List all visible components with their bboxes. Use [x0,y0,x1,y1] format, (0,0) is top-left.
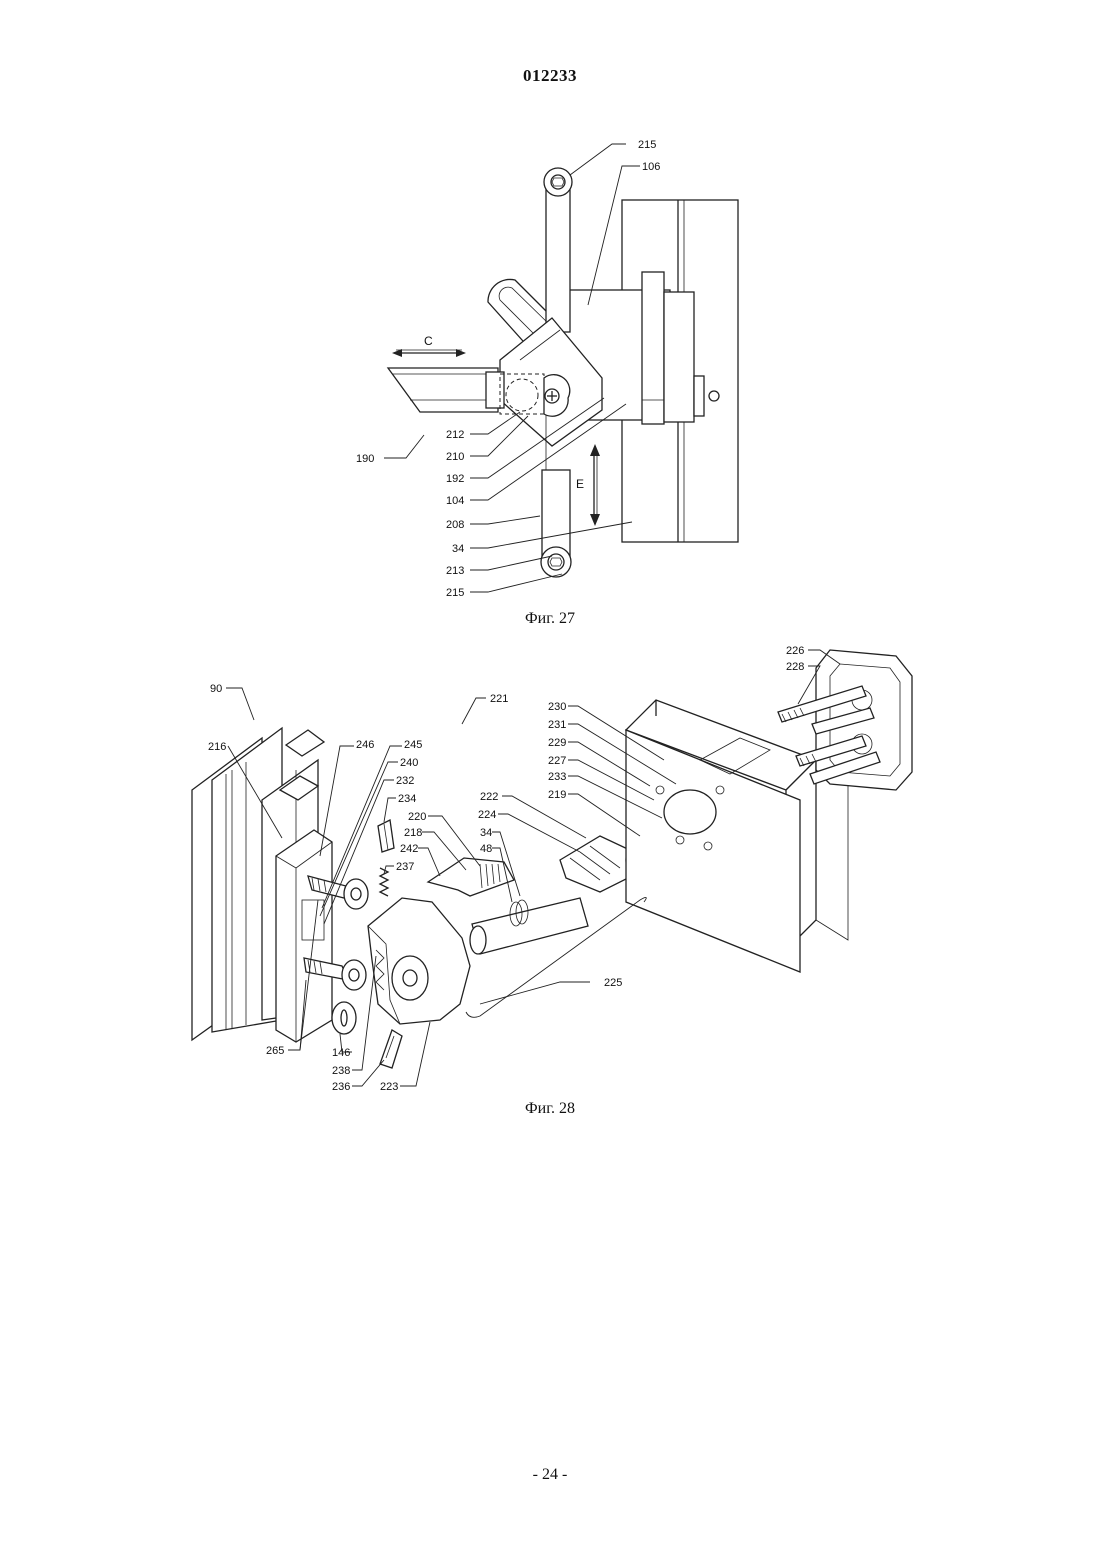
pin-234 [378,820,394,852]
label-224: 224 [478,809,496,821]
page-number: - 24 - [0,1466,1100,1484]
label-218: 218 [404,827,422,839]
label-c: C [424,334,433,348]
strike-box [626,700,848,972]
label-34: 34 [452,543,464,555]
label-e: E [576,477,584,491]
label-223: 223 [380,1081,398,1093]
label-226: 226 [786,645,804,657]
label-210: 210 [446,451,464,463]
label-236: 236 [332,1081,350,1093]
label-240: 240 [400,757,418,769]
label-106: 106 [642,161,660,173]
label-212: 212 [446,429,464,441]
label-104: 104 [446,495,464,507]
label-146: 146 [332,1047,350,1059]
latch-arm [388,368,504,412]
label-48: 48 [480,843,492,855]
arrow-c [392,349,466,357]
label-225: 225 [604,977,622,989]
label-215-bottom: 215 [446,587,464,599]
cap-146 [332,1002,356,1034]
figure-27-drawing: 215 106 C 190 212 210 192 104 208 E 34 2… [0,120,1100,610]
cover-housing [368,898,470,1024]
label-190: 190 [356,453,374,465]
label-213: 213 [446,565,464,577]
label-231: 231 [548,719,566,731]
label-192: 192 [446,473,464,485]
label-245: 245 [404,739,422,751]
figure-28-drawing: 90 216 246 245 240 232 234 220 218 242 2… [0,640,1100,1100]
label-233: 233 [548,771,566,783]
figure-27-caption: Фиг. 27 [0,610,1100,628]
label-222: 222 [480,791,498,803]
label-234: 234 [398,793,416,805]
lock-body [276,830,332,1042]
label-90: 90 [210,683,222,695]
label-34: 34 [480,827,492,839]
label-215-top: 215 [638,139,656,151]
label-216: 216 [208,741,226,753]
label-208: 208 [446,519,464,531]
arrow-e [590,444,600,526]
label-238: 238 [332,1065,350,1077]
label-242: 242 [400,843,418,855]
label-246: 246 [356,739,374,751]
label-221: 221 [490,693,508,705]
lever-218 [428,858,514,896]
clip-236 [380,1030,402,1068]
label-230: 230 [548,701,566,713]
figure-28-caption: Фиг. 28 [0,1100,1100,1118]
label-232: 232 [396,775,414,787]
label-227: 227 [548,755,566,767]
label-265: 265 [266,1045,284,1057]
label-219: 219 [548,789,566,801]
label-237: 237 [396,861,414,873]
document-number: 012233 [0,66,1100,86]
label-229: 229 [548,737,566,749]
label-228: 228 [786,661,804,673]
upper-bar [544,168,572,332]
lock-cylinder [470,836,642,954]
label-220: 220 [408,811,426,823]
